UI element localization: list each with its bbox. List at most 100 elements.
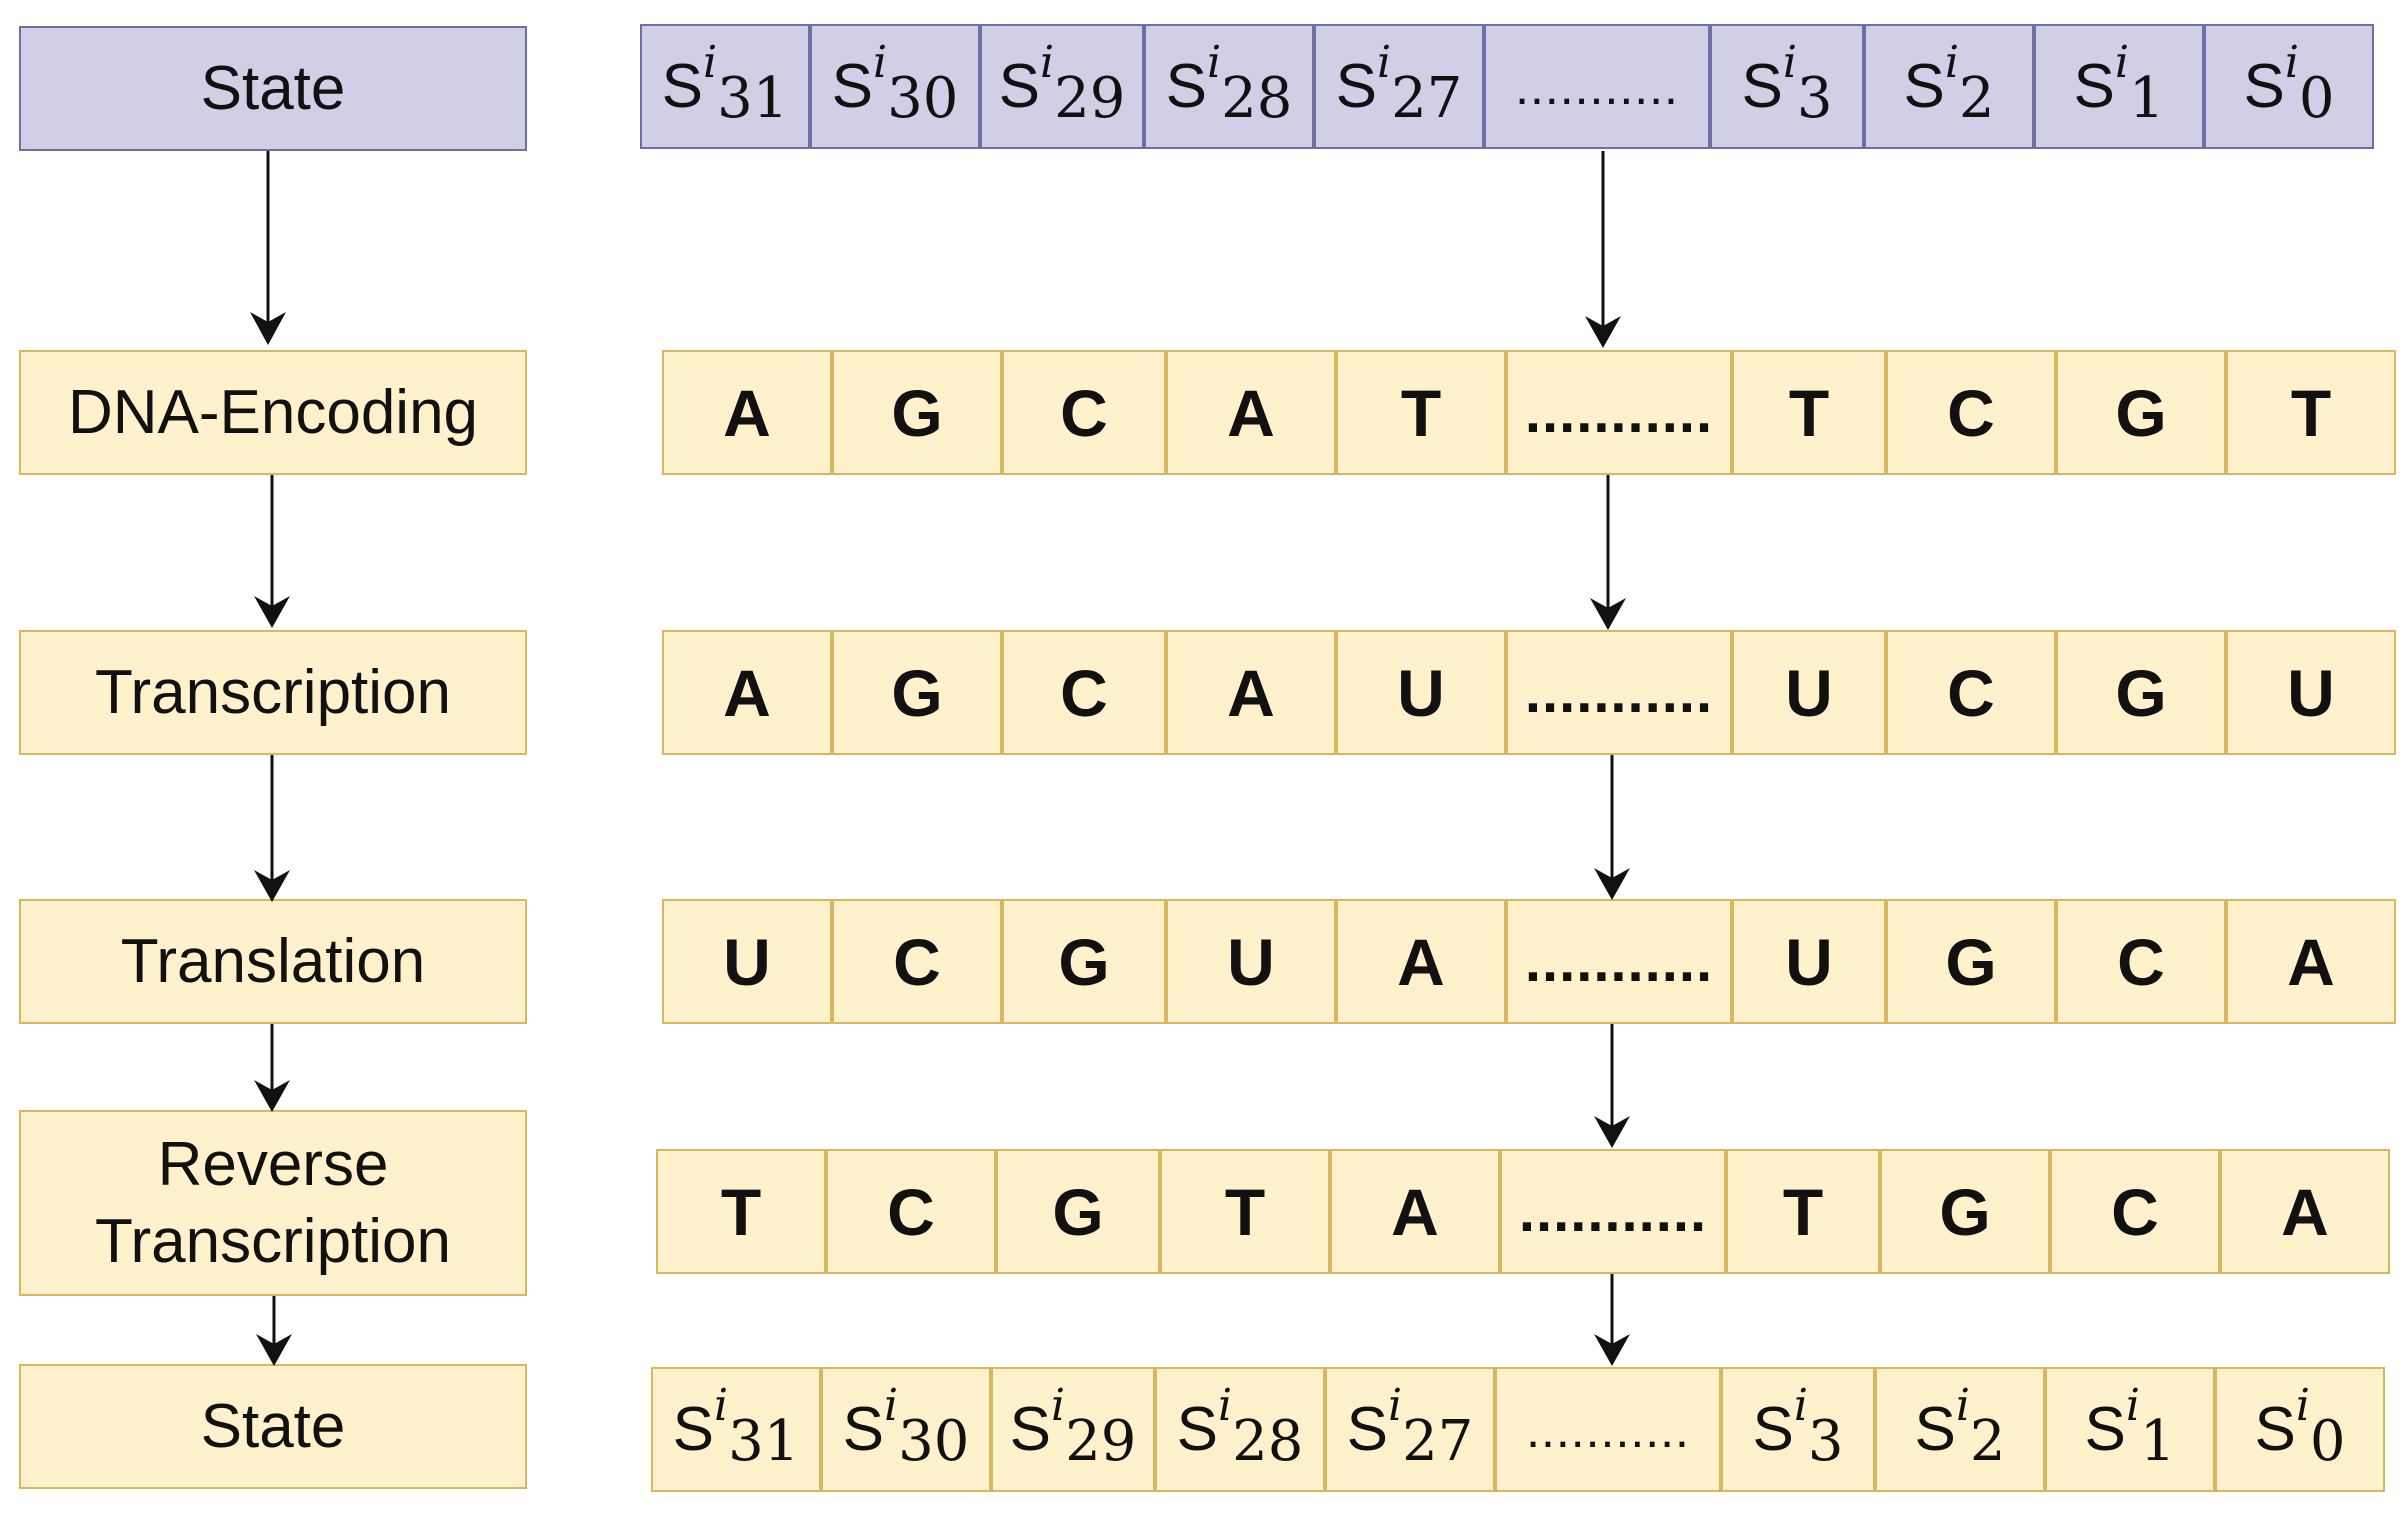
state-superscript: i [1955, 1380, 1970, 1431]
reverse-transcription-ellipsis-cell: ........... [1500, 1149, 1726, 1274]
nucleotide-letter: G [1939, 1174, 1991, 1249]
state-superscript: i [714, 1380, 729, 1431]
nucleotide-letter: G [1052, 1174, 1104, 1249]
nucleotide-letter: T [1224, 1174, 1266, 1249]
state-superscript: i [703, 37, 718, 88]
state-superscript: i [1944, 37, 1959, 88]
transcription-cell: A [1166, 630, 1336, 755]
translation-cell: C [832, 899, 1002, 1024]
nucleotide-letter: G [2115, 375, 2167, 450]
state-symbol: S [831, 52, 873, 121]
dna-encoding-cell: T [1732, 350, 1886, 475]
reverse-transcription-cell: A [1330, 1149, 1500, 1274]
state-symbol: S [1346, 1395, 1388, 1464]
state-superscript: i [1793, 1380, 1808, 1431]
arrowhead-right-dna-to-transcription [1590, 598, 1626, 630]
label-dna-encoding: DNA-Encoding [19, 350, 527, 475]
translation-ellipsis-cell: ........... [1506, 899, 1732, 1024]
arrowhead-right-translation-to-reverse [1594, 1116, 1630, 1148]
nucleotide-letter: C [1947, 655, 1995, 730]
arrowhead-transcription-to-translation [254, 870, 290, 902]
nucleotide-letter: A [1391, 1174, 1439, 1249]
state-subscript: 28 [1232, 1409, 1304, 1474]
nucleotide-letter: T [1400, 375, 1442, 450]
state-symbol: S [1165, 52, 1207, 121]
translation-cell: C [2056, 899, 2226, 1024]
state-superscript: i [884, 1380, 899, 1431]
nucleotide-letter: G [2115, 655, 2167, 730]
nucleotide-letter: C [1060, 655, 1108, 730]
state-subscript: 1 [2139, 1409, 2176, 1474]
state-subscript: 2 [1969, 1409, 2006, 1474]
nucleotide-letter: C [2111, 1174, 2159, 1249]
state-superscript: i [2114, 37, 2129, 88]
state-subscript: 0 [2309, 1409, 2346, 1474]
reverse-transcription-cell: C [2050, 1149, 2220, 1274]
state-symbol: S [998, 52, 1040, 121]
transcription-cell: A [662, 630, 832, 755]
nucleotide-letter: A [1227, 655, 1275, 730]
state-superscript: i [1218, 1380, 1233, 1431]
label-transcription: Transcription [19, 630, 527, 755]
state-subscript: 3 [1807, 1409, 1844, 1474]
dna-encoding-cell: G [832, 350, 1002, 475]
nucleotide-letter: G [1058, 924, 1110, 999]
reverse-transcription-cell: G [1880, 1149, 2050, 1274]
state-subscript: 29 [1065, 1409, 1137, 1474]
dna-encoding-cell: C [1002, 350, 1166, 475]
transcription-cell: G [832, 630, 1002, 755]
state-symbol: S [2243, 52, 2285, 121]
state-subscript: 1 [2128, 66, 2165, 131]
dna-encoding-cell: G [2056, 350, 2226, 475]
dna-encoding-cell: T [2226, 350, 2396, 475]
translation-cell: G [1886, 899, 2056, 1024]
state-subscript: 30 [898, 1409, 970, 1474]
state-symbol: S [2084, 1395, 2126, 1464]
label-state-output-text: State [200, 1391, 346, 1461]
state-subscript: 2 [1958, 66, 1995, 131]
reverse-transcription-cell: T [1726, 1149, 1880, 1274]
state-superscript: i [1782, 37, 1797, 88]
reverse-transcription-cell: T [656, 1149, 826, 1274]
label-state-input: State [19, 26, 527, 151]
translation-ellipsis-text: ........... [1524, 929, 1714, 994]
translation-cell: G [1002, 899, 1166, 1024]
nucleotide-letter: A [723, 375, 771, 450]
label-reverse-transcription: Reverse Transcription [19, 1110, 527, 1296]
nucleotide-letter: G [891, 375, 943, 450]
state-symbol: S [661, 52, 703, 121]
state-superscript: i [1040, 37, 1055, 88]
translation-cell: A [1336, 899, 1506, 1024]
reverse-transcription-cell: T [1160, 1149, 1330, 1274]
dna-encoding-cell: A [662, 350, 832, 475]
dna-encoding-cell: C [1886, 350, 2056, 475]
transcription-ellipsis-cell: ........... [1506, 630, 1732, 755]
nucleotide-letter: A [1397, 924, 1445, 999]
nucleotide-letter: A [2281, 1174, 2329, 1249]
nucleotide-letter: G [1945, 924, 1997, 999]
nucleotide-letter: U [1227, 924, 1275, 999]
state-subscript: 28 [1221, 66, 1293, 131]
nucleotide-letter: T [2290, 375, 2332, 450]
nucleotide-letter: T [1782, 1174, 1824, 1249]
state-symbol: S [1176, 1395, 1218, 1464]
state-superscript: i [1388, 1380, 1403, 1431]
nucleotide-letter: C [893, 924, 941, 999]
state-symbol: S [1903, 52, 1945, 121]
state-superscript: i [2295, 1380, 2310, 1431]
nucleotide-letter: C [2117, 924, 2165, 999]
nucleotide-letter: U [1785, 924, 1833, 999]
label-dna-encoding-text: DNA-Encoding [67, 377, 479, 447]
transcription-cell: U [1732, 630, 1886, 755]
